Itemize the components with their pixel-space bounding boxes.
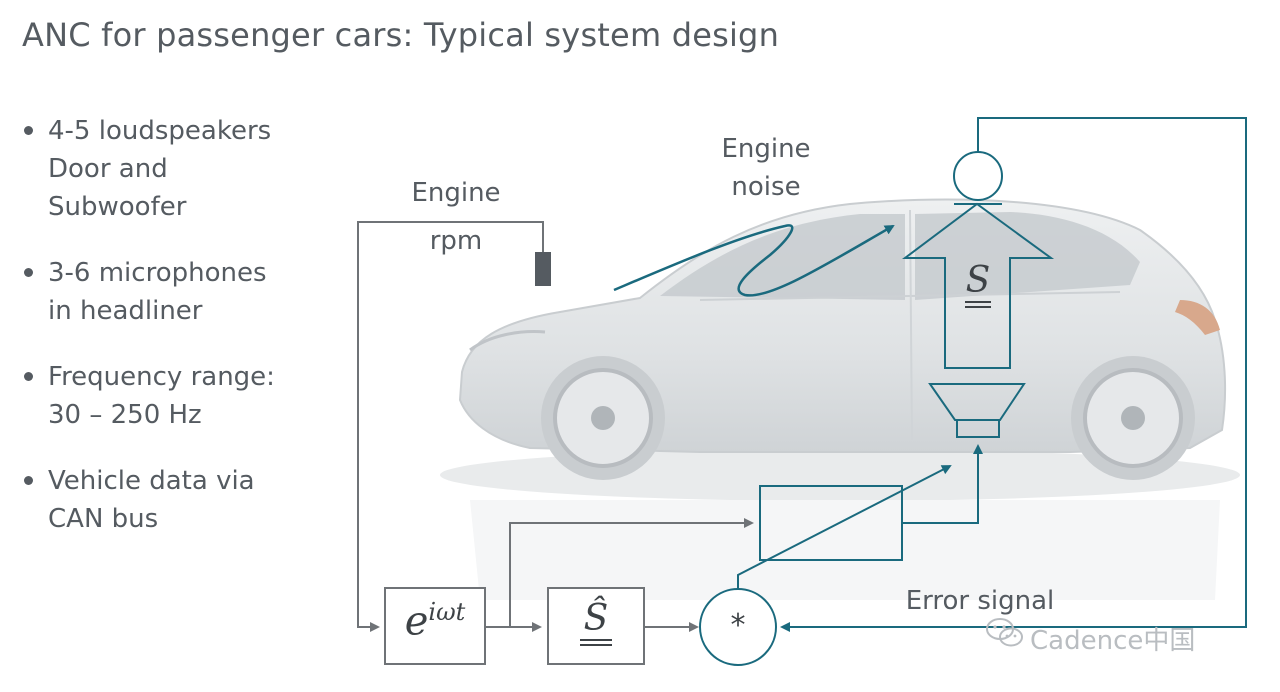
bullet-line: Subwoofer <box>48 192 187 222</box>
exp-base: e <box>404 598 429 645</box>
bullet-dot <box>24 268 33 277</box>
bullet-line: Door and <box>48 154 168 184</box>
watermark-text: Cadence中国 <box>1030 626 1196 656</box>
underline-2 <box>965 306 991 308</box>
bullet-dot <box>24 476 33 485</box>
label-secondary-path-model: Ŝ <box>548 598 644 646</box>
rpm-signal-line <box>357 221 544 632</box>
bullet-dot <box>24 372 33 381</box>
bullet-line: 4-5 loudspeakers <box>48 116 272 146</box>
label-secondary-path-text: S <box>965 260 991 301</box>
bullet-dot <box>24 126 33 135</box>
label-engine-rpm-line2: rpm <box>429 226 483 256</box>
label-engine-noise-line1: Engine <box>721 134 811 164</box>
secondary-path-arrow <box>902 202 1055 369</box>
ref-to-filter-line <box>509 518 754 627</box>
car-illustration <box>440 198 1240 600</box>
bullet-line: 30 – 250 Hz <box>48 400 202 430</box>
loudspeaker-base <box>956 419 1000 438</box>
bullet-list: 4-5 loudspeakers Door and Subwoofer 3-6 … <box>22 112 322 566</box>
bullet-line: 3-6 microphones <box>48 258 267 288</box>
bullet-line: Frequency range: <box>48 362 275 392</box>
bullet-line: in headliner <box>48 296 203 326</box>
label-engine-noise-line2: noise <box>731 172 801 202</box>
rpm-sensor-icon <box>535 252 551 286</box>
engine-noise-wave <box>613 224 895 297</box>
bullet-vehicle-data: Vehicle data via CAN bus <box>22 462 322 538</box>
label-shat-text: Ŝ <box>583 598 609 639</box>
page-title: ANC for passenger cars: Typical system d… <box>22 16 780 54</box>
microphone-icon <box>953 151 1003 201</box>
secondary-path-model-block <box>547 587 645 665</box>
bullet-frequency: Frequency range: 30 – 250 Hz <box>22 358 322 434</box>
label-multiplier: * <box>730 608 746 643</box>
exp-power: iωt <box>428 598 466 626</box>
label-error-signal: Error signal <box>905 586 1055 616</box>
bullet-line: CAN bus <box>48 504 159 534</box>
label-engine-rpm-line1: Engine <box>411 178 501 208</box>
label-reference-exp: eiωt <box>385 598 485 644</box>
underline-1 <box>965 301 991 303</box>
underline-1 <box>580 639 612 641</box>
bullet-line: Vehicle data via <box>48 466 255 496</box>
wechat-icon <box>986 618 1023 647</box>
underline-2 <box>580 644 612 646</box>
filter-update-line <box>737 465 952 589</box>
error-signal-line <box>780 117 1247 632</box>
reference-generator-block <box>384 587 486 665</box>
filter-to-speaker-line <box>902 444 983 524</box>
bullet-microphones: 3-6 microphones in headliner <box>22 254 322 330</box>
label-secondary-path: S <box>955 260 1001 308</box>
bullet-loudspeakers: 4-5 loudspeakers Door and Subwoofer <box>22 112 322 226</box>
